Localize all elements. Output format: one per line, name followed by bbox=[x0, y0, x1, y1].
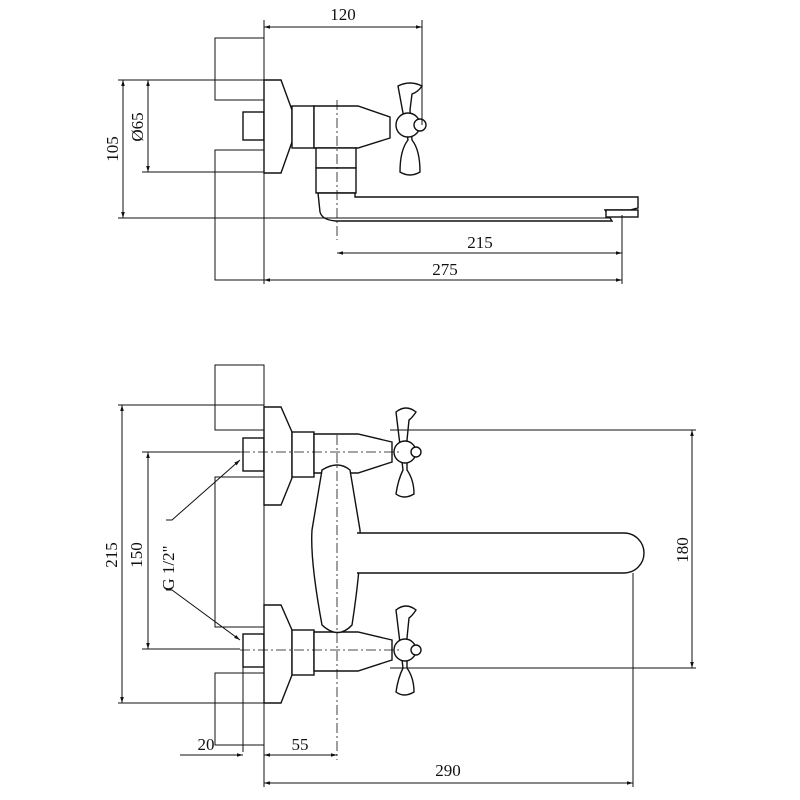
front-view: 215 150 G 1/2" 180 290 20 55 bbox=[102, 364, 696, 787]
spout bbox=[317, 192, 639, 222]
top-view: 120 105 Ø65 215 275 bbox=[103, 5, 639, 284]
wall-section bbox=[214, 37, 265, 281]
dim-55: 55 bbox=[292, 735, 309, 754]
dim-105: 105 bbox=[103, 136, 122, 162]
thread-label: G 1/2" bbox=[159, 545, 178, 590]
lower-cross-handle bbox=[393, 605, 422, 696]
valve-body bbox=[313, 105, 391, 149]
dim-180: 180 bbox=[673, 537, 692, 563]
spout bbox=[357, 532, 645, 574]
dim-290: 290 bbox=[435, 761, 461, 780]
dim-20: 20 bbox=[198, 735, 215, 754]
wall-section bbox=[214, 364, 265, 746]
nut bbox=[291, 105, 315, 149]
dim-diameter-65: Ø65 bbox=[128, 112, 147, 141]
mixer-body bbox=[311, 464, 362, 634]
lower-inlet bbox=[242, 604, 393, 704]
upper-cross-handle bbox=[393, 407, 422, 498]
dim-275: 275 bbox=[432, 260, 458, 279]
flange bbox=[263, 79, 293, 174]
dim-215: 215 bbox=[102, 542, 121, 568]
dim-150: 150 bbox=[127, 542, 146, 568]
dim-120: 120 bbox=[330, 5, 356, 24]
dim-215: 215 bbox=[467, 233, 493, 252]
thread bbox=[242, 111, 265, 141]
cross-handle bbox=[395, 82, 427, 176]
outlet-collar bbox=[315, 147, 357, 169]
upper-inlet bbox=[242, 406, 393, 506]
